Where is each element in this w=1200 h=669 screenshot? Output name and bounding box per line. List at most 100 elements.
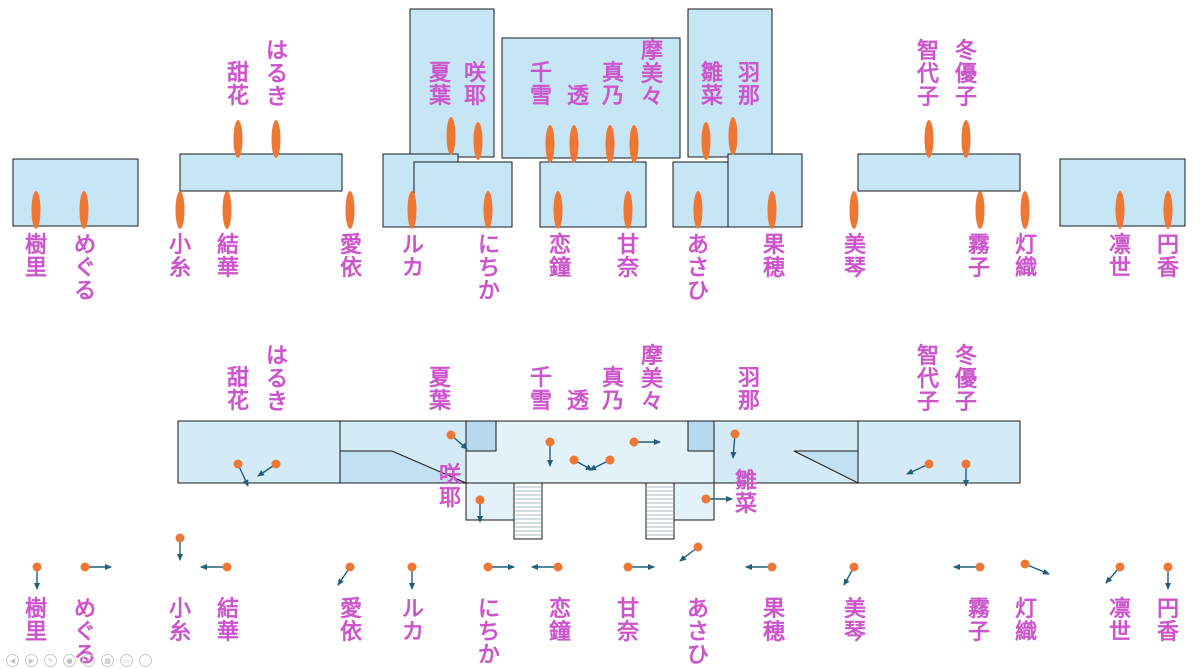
start-dot xyxy=(175,533,185,543)
label-top-透: 透 xyxy=(566,84,589,109)
stage-left-wing xyxy=(177,420,341,484)
slides-icon[interactable]: ▦ xyxy=(101,654,114,667)
label-top-果穂: 果穂 xyxy=(762,233,785,281)
movement-marker xyxy=(629,437,661,447)
movement-marker xyxy=(233,459,249,487)
label-bottom-真乃: 真乃 xyxy=(601,366,624,414)
label-bottom-甘奈: 甘奈 xyxy=(616,597,639,645)
pointer-icon[interactable]: ● xyxy=(63,654,76,667)
start-dot xyxy=(569,455,579,465)
label-top-冬優子: 冬優子 xyxy=(954,39,977,110)
start-dot xyxy=(1163,562,1173,572)
label-top-恋鐘: 恋鐘 xyxy=(548,233,571,281)
start-dot xyxy=(767,562,777,572)
position-marker xyxy=(545,125,555,163)
position-marker xyxy=(975,191,985,229)
platform-mid-left-front xyxy=(413,161,513,228)
position-marker xyxy=(629,125,639,163)
start-dot xyxy=(693,542,703,552)
movement-marker xyxy=(337,562,355,586)
position-marker xyxy=(31,191,41,229)
position-marker xyxy=(473,122,483,160)
movement-marker xyxy=(623,562,655,572)
movement-marker xyxy=(1105,562,1125,584)
label-top-愛依: 愛依 xyxy=(339,233,362,281)
label-bottom-摩美々: 摩美々 xyxy=(640,344,663,415)
label-bottom-美琴: 美琴 xyxy=(843,597,866,645)
start-dot xyxy=(32,562,42,572)
start-dot xyxy=(222,562,232,572)
start-dot xyxy=(849,562,859,572)
more-icon[interactable]: … xyxy=(139,654,152,667)
label-bottom-千雪: 千雪 xyxy=(529,366,552,414)
position-marker xyxy=(1115,191,1125,229)
label-bottom-夏葉: 夏葉 xyxy=(428,366,451,414)
position-marker xyxy=(1020,191,1030,229)
stage-right-wing xyxy=(857,420,1021,484)
label-bottom-円香: 円香 xyxy=(1156,597,1179,645)
label-bottom-智代子: 智代子 xyxy=(916,344,939,415)
start-dot xyxy=(629,437,639,447)
movement-marker xyxy=(531,562,563,572)
bottom-markers xyxy=(32,429,1173,590)
position-marker xyxy=(553,191,563,229)
movement-marker xyxy=(906,459,934,475)
position-marker xyxy=(924,120,934,158)
start-dot xyxy=(407,562,417,572)
label-top-樹里: 樹里 xyxy=(24,233,47,281)
movement-marker xyxy=(730,429,740,459)
position-marker xyxy=(175,191,185,229)
label-top-灯織: 灯織 xyxy=(1014,233,1037,281)
start-dot xyxy=(545,437,555,447)
label-bottom-樹里: 樹里 xyxy=(24,597,47,645)
subtitle-icon[interactable]: ▭ xyxy=(120,654,133,667)
position-marker xyxy=(483,191,493,229)
label-top-摩美々: 摩美々 xyxy=(640,39,663,110)
stage-center xyxy=(465,420,715,484)
movement-marker xyxy=(1163,562,1173,590)
top-markers xyxy=(31,117,1173,229)
label-top-凛世: 凛世 xyxy=(1108,233,1131,281)
pen-icon[interactable]: ✎ xyxy=(44,654,57,667)
next-icon[interactable]: ▶ xyxy=(25,654,38,667)
label-bottom-にちか: にちか xyxy=(477,597,500,668)
movement-marker xyxy=(175,533,185,561)
position-marker xyxy=(79,191,89,229)
movement-marker xyxy=(589,455,615,471)
label-bottom-愛依: 愛依 xyxy=(339,597,362,645)
label-bottom-咲耶: 咲耶 xyxy=(438,463,461,511)
label-bottom-羽那: 羽那 xyxy=(737,366,760,414)
start-dot xyxy=(1020,559,1030,569)
position-marker xyxy=(446,117,456,155)
label-top-千雪: 千雪 xyxy=(529,61,552,109)
movement-marker xyxy=(32,562,42,590)
platform-mid-right-back xyxy=(727,153,803,228)
position-marker xyxy=(271,120,281,158)
label-bottom-結華: 結華 xyxy=(216,597,239,645)
start-dot xyxy=(623,562,633,572)
label-top-羽那: 羽那 xyxy=(737,61,760,109)
prev-icon[interactable]: ◀ xyxy=(6,654,19,667)
movement-marker xyxy=(953,562,985,572)
movement-marker xyxy=(1020,559,1050,575)
movement-marker xyxy=(483,562,515,572)
zoom-icon[interactable]: ⌕ xyxy=(82,654,95,667)
position-marker xyxy=(1163,191,1173,229)
position-marker xyxy=(701,122,711,160)
position-marker xyxy=(728,117,738,155)
stage-center-left-block xyxy=(465,420,497,452)
start-dot xyxy=(483,562,493,572)
stage-left-extension xyxy=(465,482,515,521)
start-dot xyxy=(271,459,281,469)
label-top-夏葉: 夏葉 xyxy=(428,61,451,109)
start-dot xyxy=(1115,562,1125,572)
label-top-霧子: 霧子 xyxy=(967,233,990,281)
position-marker xyxy=(222,191,232,229)
label-bottom-灯織: 灯織 xyxy=(1014,597,1037,645)
label-top-智代子: 智代子 xyxy=(916,39,939,110)
position-marker xyxy=(605,125,615,163)
label-bottom-甜花: 甜花 xyxy=(226,366,249,414)
label-bottom-あさひ: あさひ xyxy=(686,597,709,668)
label-top-雛菜: 雛菜 xyxy=(700,61,723,109)
